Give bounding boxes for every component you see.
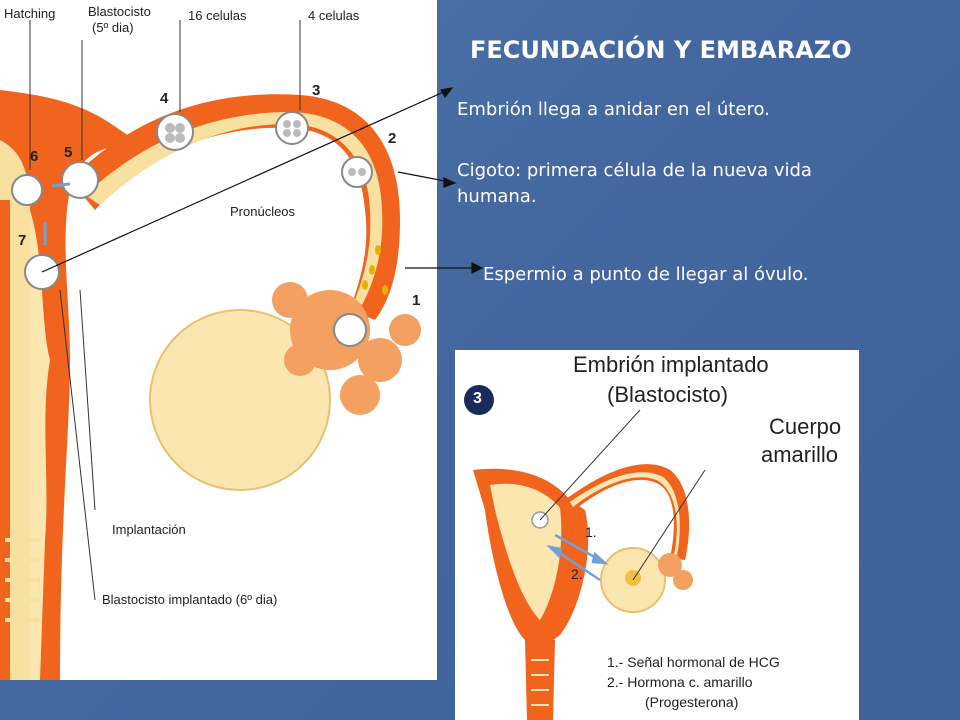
slide-title: FECUNDACIÓN Y EMBARAZO [470,36,852,64]
implanted-embryo-figure: 3 Embrión implantado (Blastocisto) Cuerp… [455,350,859,720]
step-badge-number: 3 [473,390,482,407]
label-amarillo: amarillo [761,442,839,467]
label-day5: (5º dia) [92,20,134,35]
stage-number-4: 4 [160,90,169,107]
stage-number-6: 6 [30,148,39,165]
legend-hcg: 1.- Señal hormonal de HCG [607,654,780,670]
caption-zygote: Cigoto: primera célula de la nueva vida … [457,160,812,207]
stage-number-3: 3 [312,82,321,99]
cervix-ridges [5,538,40,622]
fimbriae [272,282,421,415]
arrow-label-1: 1. [585,524,597,540]
uterus-tube-drawing [0,20,421,680]
legend-progesterone: (Progesterona) [645,694,739,710]
label-implantation: Implantación [112,522,186,537]
label-blastocisto: Blastocisto [88,4,151,19]
caption-embryo: Embrión llega a anidar en el útero. [457,99,770,120]
label-blastocyst: (Blastocisto) [607,382,729,407]
label-4-cells: 4 celulas [308,8,360,23]
label-implanted-embryo: Embrión implantado [573,352,769,377]
uterus-small-drawing [464,385,706,720]
arrow-label-2: 2. [571,566,583,582]
legend-corpus-luteum: 2.- Hormona c. amarillo [607,674,753,690]
label-implanted-blastocyst: Blastocisto implantado (6º dia) [102,592,278,607]
stage-number-7: 7 [18,232,27,249]
stage-number-5: 5 [64,144,73,161]
step-badge-circle [464,385,494,415]
label-16-cells: 16 celulas [188,8,247,23]
stage-number-2: 2 [388,130,397,147]
stage-number-1: 1 [412,292,421,309]
fertilization-diagram: Hatching Blastocisto (5º dia) 16 celulas… [0,0,437,680]
caption-sperm: Espermio a punto de llegar al óvulo. [483,264,809,285]
label-pronuclei: Pronúcleos [230,204,296,219]
label-hatching: Hatching [4,6,56,21]
label-cuerpo: Cuerpo [769,414,842,439]
